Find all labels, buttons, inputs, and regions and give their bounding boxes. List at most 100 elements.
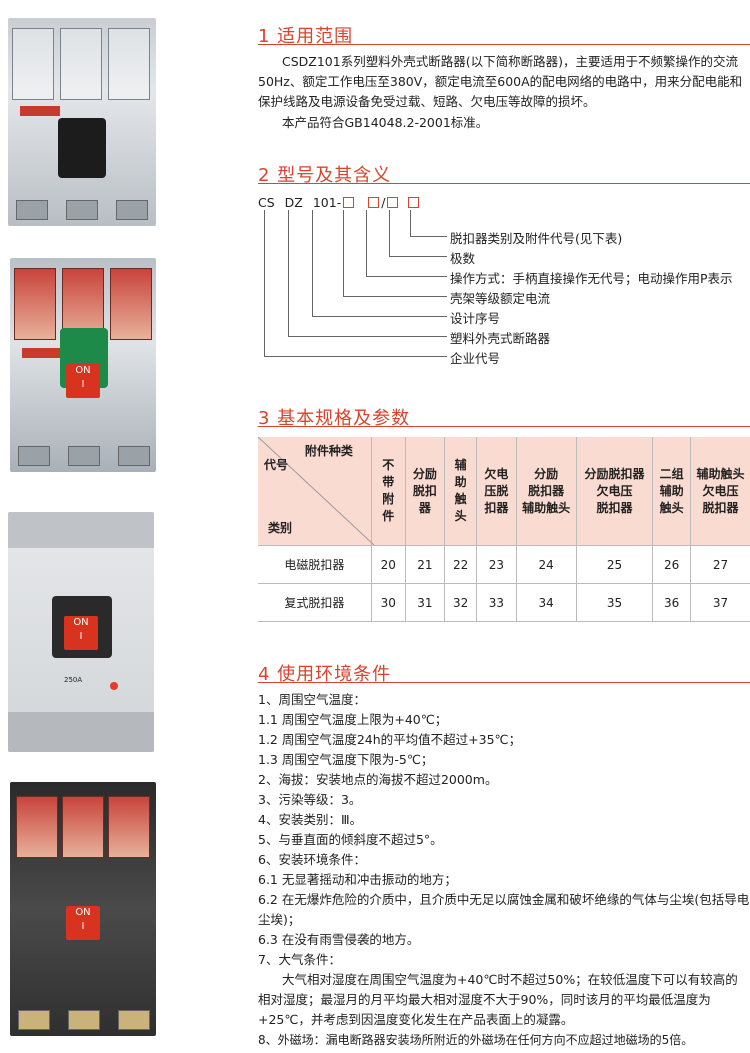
- pole-cover: [110, 268, 152, 340]
- diagonal-line: [258, 437, 374, 545]
- section-title-scope: 1 适用范围: [258, 26, 354, 47]
- section-divider: [258, 183, 750, 184]
- header-line: 触: [454, 492, 467, 506]
- header-line: 二组: [659, 466, 684, 481]
- env-item: 4、安装类别：Ⅲ。: [258, 812, 363, 827]
- table-cell: 22: [444, 545, 478, 584]
- table-cell: 37: [690, 583, 750, 622]
- table-cell: 21: [405, 545, 446, 584]
- table-header-row: 附件种类 代号 类别 不 带 附 件 分励 脱扣 器 辅 助 触 头: [258, 437, 750, 546]
- pole-cover: [12, 28, 54, 100]
- row-label: 复式脱扣器: [258, 583, 372, 622]
- connector-line: [264, 210, 447, 357]
- env-item: 1.1 周围空气温度上限为+40℃；: [258, 712, 448, 727]
- table-row: 复式脱扣器 30 31 32 33 34 35 36 37: [258, 583, 750, 622]
- header-line: 触头: [659, 500, 684, 515]
- header-line: 件: [382, 509, 395, 523]
- arc-chamber: [16, 796, 58, 858]
- table-cell: 24: [516, 545, 577, 584]
- definition-item: 操作方式：手柄直接操作无代号；电动操作用P表示: [450, 271, 733, 286]
- table-cell: 35: [576, 583, 654, 622]
- section-title-spec: 3 基本规格及参数: [258, 408, 411, 429]
- brand-label: [20, 106, 60, 116]
- code-101: 101-: [312, 195, 342, 210]
- header-line: 头: [454, 509, 467, 523]
- column-header: 二组 辅助 触头: [652, 437, 691, 546]
- brand-label: [22, 348, 62, 358]
- header-line: 欠电: [484, 466, 509, 481]
- code-slash: /: [381, 195, 386, 210]
- env-item: 5、与垂直面的倾斜度不超过5°。: [258, 832, 443, 847]
- header-line: 不: [382, 458, 395, 472]
- connector-line: [389, 210, 447, 257]
- connector-line: [288, 210, 447, 337]
- env-item: 3、污染等级：3。: [258, 792, 362, 807]
- table-cell: 31: [405, 583, 446, 622]
- table-cell: 26: [652, 545, 691, 584]
- section-divider: [258, 682, 750, 683]
- table-cell: 27: [690, 545, 750, 584]
- section-title-environment: 4 使用环境条件: [258, 664, 392, 685]
- definition-item: 脱扣器类别及附件代号(见下表): [450, 231, 623, 246]
- handle: [58, 118, 106, 178]
- header-line: 扣器: [484, 500, 509, 515]
- code-cs: CS: [258, 195, 275, 210]
- definition-item: 设计序号: [450, 311, 501, 326]
- header-line: 辅助触头: [696, 466, 745, 481]
- section-divider: [258, 426, 750, 427]
- spec-table: 附件种类 代号 类别 不 带 附 件 分励 脱扣 器 辅 助 触 头: [258, 437, 750, 622]
- env-item: 1.2 周围空气温度24h的平均值不超过+35℃；: [258, 732, 522, 747]
- header-line: 助: [454, 475, 467, 489]
- connector-line: [366, 210, 447, 277]
- env-item: 1.3 周围空气温度下限为-5℃；: [258, 752, 434, 767]
- table-cell: 32: [444, 583, 478, 622]
- code-box: [408, 197, 420, 208]
- column-header: 分励 脱扣器 辅助触头: [516, 437, 577, 546]
- env-item: 1、周围空气温度：: [258, 692, 366, 707]
- header-line: 压脱: [484, 483, 509, 498]
- header-line: 附: [382, 492, 395, 506]
- header-line: 分励: [412, 466, 437, 481]
- bottom-terminal-cover: [8, 712, 154, 752]
- definition-item: 壳架等级额定电流: [450, 291, 551, 306]
- header-line: 脱扣器: [702, 500, 739, 515]
- env-item: 6、安装环境条件：: [258, 852, 366, 867]
- arc-chamber: [108, 796, 150, 858]
- definition-item: 塑料外壳式断路器: [450, 331, 551, 346]
- connector-line: [343, 210, 447, 297]
- terminal: [68, 1010, 100, 1030]
- header-line: 辅助: [659, 483, 684, 498]
- terminal: [118, 1010, 150, 1030]
- terminal: [66, 200, 98, 220]
- terminal: [16, 200, 48, 220]
- column-header: 分励 脱扣 器: [405, 437, 446, 546]
- pole-cover: [60, 28, 102, 100]
- arc-chamber: [62, 796, 104, 858]
- definition-item: 极数: [450, 251, 476, 266]
- table-cell: 23: [476, 545, 517, 584]
- corner-top-label: 附件种类: [304, 444, 353, 458]
- standard-paragraph: 本产品符合GB14048.2-2001标准。: [282, 115, 489, 130]
- table-cell: 30: [371, 583, 406, 622]
- header-line: 带: [382, 475, 395, 489]
- column-header: 辅 助 触 头: [444, 437, 478, 546]
- rating-label: 250A: [64, 676, 83, 684]
- indicator-led: [110, 682, 118, 690]
- header-line: 辅: [454, 458, 467, 472]
- section-divider: [258, 44, 750, 45]
- code-box: [368, 197, 380, 208]
- column-header: 不 带 附 件: [371, 437, 406, 546]
- header-line: 欠电压: [596, 483, 633, 498]
- env-item: 6.2 在无爆炸危险的介质中，且介质中无足以腐蚀金属和破坏绝缘的气体与尘埃(包括…: [258, 892, 750, 927]
- header-line: 脱扣: [412, 483, 437, 498]
- env-item: 7、大气条件：: [258, 952, 341, 967]
- env-item: 6.3 在没有雨雪侵袭的地方。: [258, 932, 420, 947]
- header-line: 辅助触头: [522, 500, 571, 515]
- header-line: 分励脱扣器: [584, 466, 645, 481]
- corner-header: 附件种类 代号 类别: [258, 437, 374, 546]
- table-cell: 34: [516, 583, 577, 622]
- column-header: 分励脱扣器 欠电压 脱扣器: [576, 437, 654, 546]
